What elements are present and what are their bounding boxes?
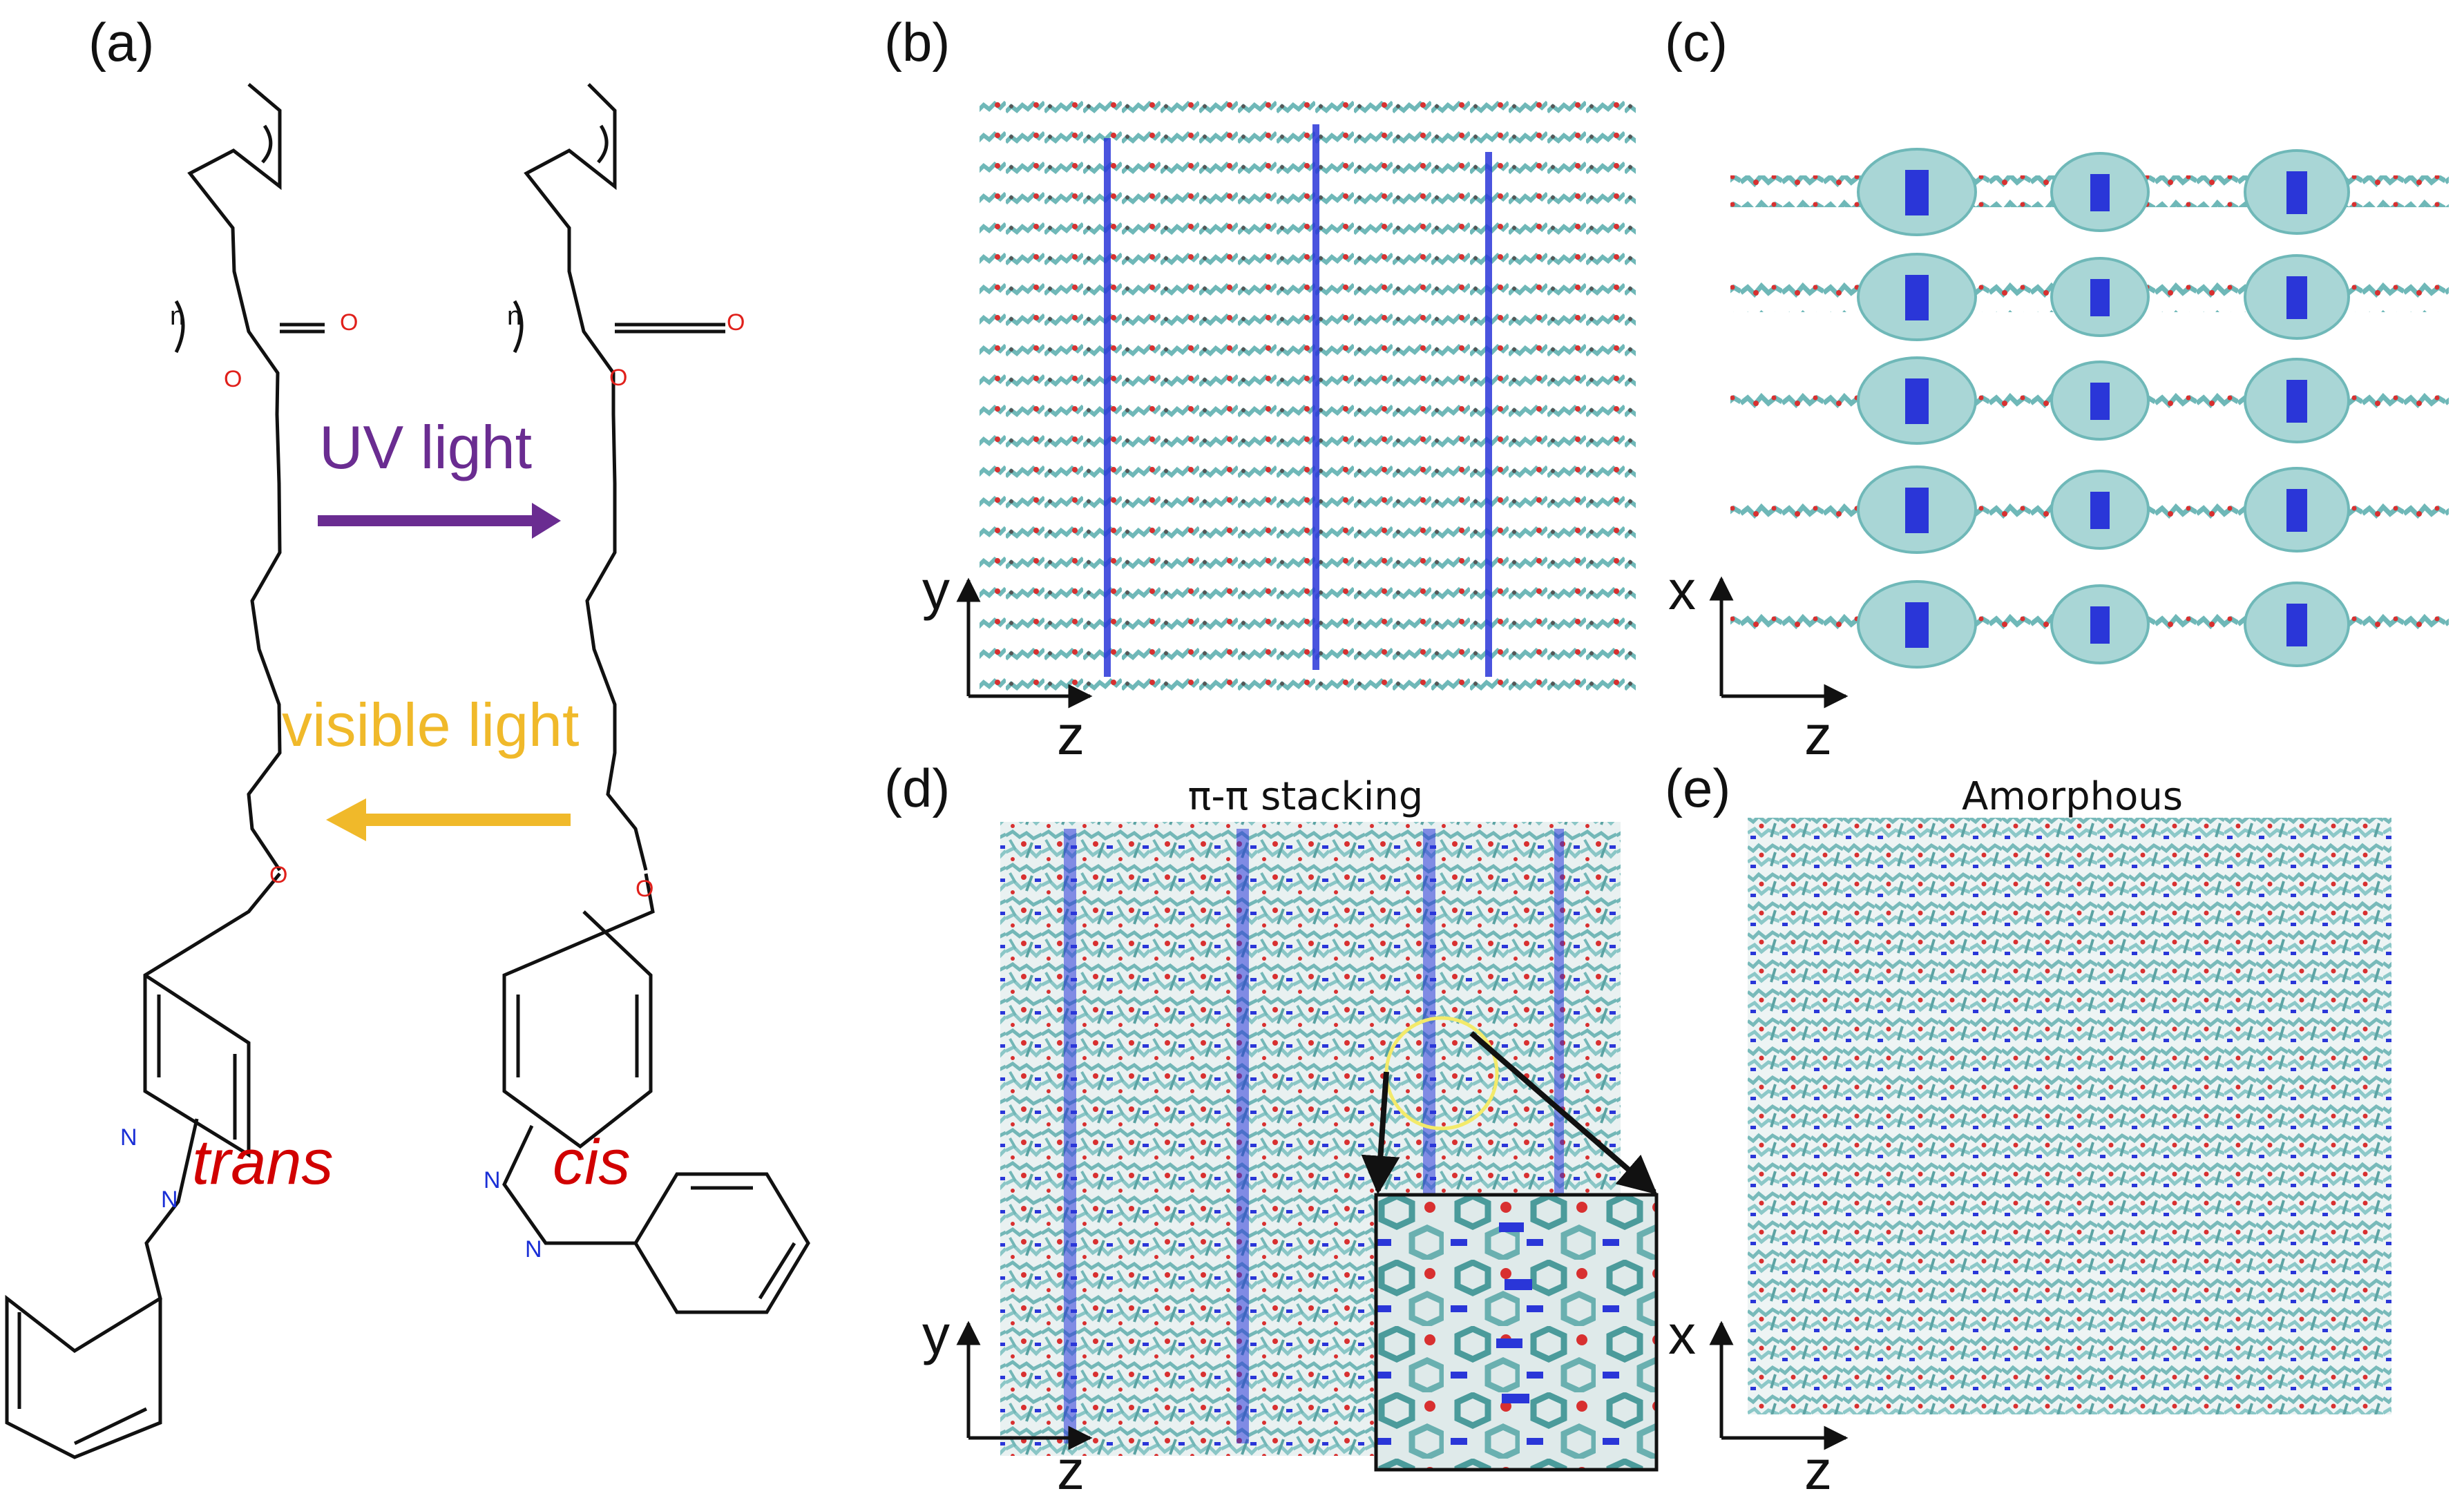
cis-ester-oxygen-label: O: [609, 365, 627, 391]
subscript-n-left: n: [170, 302, 184, 331]
panel-c: (c): [1665, 12, 2449, 766]
panel-c-label: (c): [1665, 12, 1728, 73]
panel-b-axes: [956, 577, 1093, 709]
panel-a-label: (a): [88, 12, 154, 73]
zoom-connector-right: [1469, 1030, 1658, 1195]
trans-ester-oxygen-label: O: [224, 366, 242, 392]
uv-light-label: UV light: [319, 413, 532, 481]
panel-e-z-axis-label: z: [1804, 1439, 1832, 1498]
amorphous-title: Amorphous: [1962, 774, 2183, 819]
panel-b-label: (b): [884, 12, 950, 73]
panel-d-label: (d): [884, 758, 950, 818]
panel-e: (e) Amorphous x z: [1665, 758, 2391, 1498]
trans-carbonyl-oxygen-label: O: [340, 309, 358, 336]
trans-azo-nitrogen-2-label: N: [161, 1187, 178, 1213]
panel-d: (d) π-π stacking y z: [884, 758, 1659, 1498]
cis-azo-nitrogen-2-label: N: [525, 1236, 542, 1262]
trans-azobenzene-polymer-structure: [5, 83, 325, 1459]
trans-label: trans: [192, 1127, 334, 1198]
lamellar-structure-image: [980, 83, 1636, 691]
panel-c-x-axis-label: x: [1668, 559, 1696, 621]
panel-d-y-axis-label: y: [922, 1304, 950, 1365]
visible-light-label: visible light: [282, 691, 579, 759]
azobenzene-aggregates: [1857, 148, 2350, 669]
subscript-n-right: n: [507, 302, 522, 331]
panel-d-z-axis-label: z: [1057, 1439, 1085, 1498]
panel-d-axes: [956, 1321, 1093, 1450]
panel-c-axes: [1709, 576, 1849, 709]
panel-e-label: (e): [1665, 758, 1730, 818]
panel-e-x-axis-label: x: [1668, 1304, 1696, 1365]
visible-arrow: [326, 798, 571, 841]
pi-pi-stacking-title: π-π stacking: [1188, 774, 1424, 819]
trans-azo-nitrogen-1-label: N: [120, 1124, 137, 1151]
cis-azobenzene-polymer-structure: [502, 83, 810, 1314]
uv-arrow: [318, 503, 561, 539]
panel-b: (b) y z: [884, 12, 1636, 766]
cis-carbonyl-oxygen-label: O: [727, 309, 745, 336]
cis-label: cis: [553, 1127, 630, 1198]
cis-azo-nitrogen-1-label: N: [484, 1167, 501, 1193]
cis-ether-oxygen-label: O: [636, 876, 653, 902]
panel-b-z-axis-label: z: [1057, 704, 1085, 766]
panel-c-z-axis-label: z: [1804, 704, 1832, 766]
zoom-connector-left: [1361, 1071, 1400, 1195]
lamellar-azobenzene-stripes: [1104, 124, 1492, 677]
trans-ether-oxygen-label: O: [269, 862, 287, 888]
zoom-inset: [1374, 1193, 1659, 1472]
panel-e-axes: [1709, 1321, 1849, 1450]
amorphous-snapshot: [1748, 818, 2391, 1414]
panel-a: (a) n O O O N N trans n: [5, 12, 810, 1459]
panel-b-y-axis-label: y: [922, 559, 950, 621]
